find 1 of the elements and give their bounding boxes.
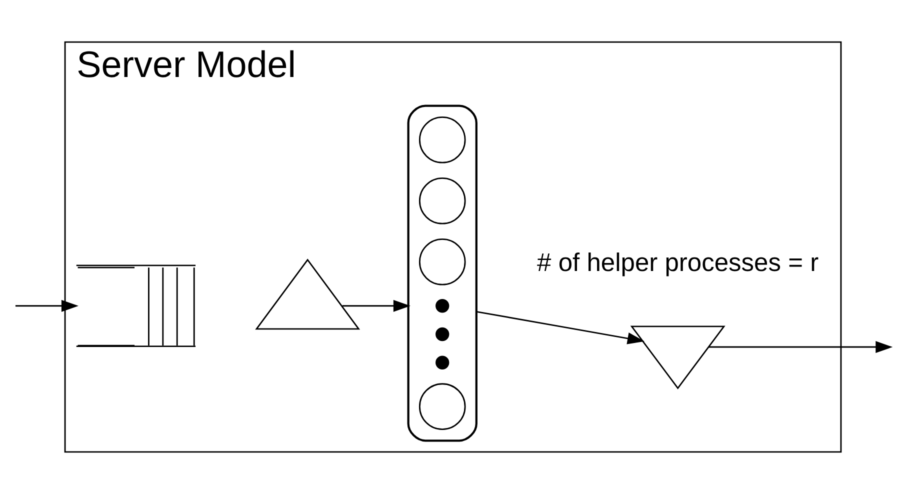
label: # of helper processes = r — [537, 248, 819, 276]
